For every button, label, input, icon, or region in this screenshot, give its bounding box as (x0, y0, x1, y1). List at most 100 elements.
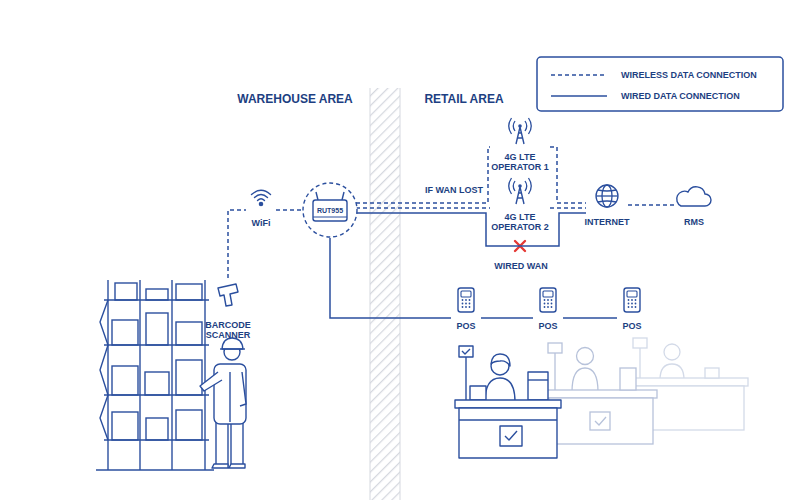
internet-node: INTERNET (586, 180, 628, 227)
warehouse-worker (200, 338, 246, 468)
checkout-counter-part (528, 379, 548, 380)
warehouse-shelving-part (104, 344, 209, 345)
legend-entry: WIRED DATA CONNECTION (551, 90, 740, 102)
warehouse-shelving-part (107, 280, 108, 470)
pos-terminal: POS (617, 287, 647, 331)
checkout-counter-part (500, 426, 522, 446)
globe-symbol-part (596, 185, 618, 207)
warehouse-shelving-part (104, 299, 209, 300)
legend-entry: WIRELESS DATA CONNECTION (551, 69, 757, 81)
wifi-symbol-part (255, 195, 268, 198)
router-body (313, 217, 347, 218)
warehouse-shelving-part (100, 300, 108, 440)
checkout-counter-part (549, 398, 653, 444)
partition-wall (370, 88, 400, 500)
node-label: POS (622, 321, 641, 331)
warehouse-shelving-part (104, 439, 209, 440)
wifi-symbol-part (252, 190, 271, 194)
warehouse-shelving-part (112, 366, 138, 395)
node-label: RMS (684, 217, 704, 227)
checkout-counter-part (595, 417, 606, 425)
legend-sample (551, 90, 607, 102)
pos-terminal-symbol (458, 288, 474, 312)
wifi-node: WiFi (246, 186, 276, 228)
wired-link (481, 317, 533, 319)
checkout-counter-part (505, 431, 517, 440)
pos-terminal-symbol (540, 288, 556, 312)
legend-label: WIRELESS DATA CONNECTION (621, 70, 757, 80)
scanner-symbol (218, 284, 238, 306)
wireless-link (356, 207, 490, 209)
warehouse-worker-part (229, 372, 230, 422)
wifi-symbol-part (259, 202, 262, 205)
checkout-counter (455, 346, 561, 458)
legend-line-sample (551, 74, 607, 76)
warehouse-shelving-part (112, 320, 138, 345)
wireless-link (550, 147, 586, 203)
warehouse-shelving-part (96, 469, 214, 470)
checkout-counter-part (590, 412, 610, 430)
legend-label: WIRED DATA CONNECTION (621, 91, 740, 101)
cell-tower-symbol (509, 178, 532, 204)
warehouse-shelving-part (146, 418, 168, 440)
router-outline-circle (303, 183, 357, 237)
wifi-symbol (252, 190, 271, 205)
wireless-link (628, 204, 676, 206)
checkout-counter-part (545, 390, 657, 398)
router-antenna (316, 192, 318, 200)
warehouse-worker-part (214, 364, 246, 424)
checkout-counter-part (455, 400, 561, 408)
wireless-link (550, 207, 586, 209)
warehouse-worker-part (216, 420, 228, 466)
checkout-counter-part (633, 338, 647, 348)
wired-link (330, 238, 451, 318)
wired-link (563, 317, 617, 319)
partition-wall-part (370, 88, 371, 500)
pos-terminal-symbol (624, 288, 640, 312)
router-node: RUT955 (302, 182, 358, 238)
checkout-counter-part (664, 344, 680, 360)
cell-tower-symbol (509, 118, 532, 144)
node-label: POS (456, 321, 475, 331)
wireless-link (276, 209, 303, 211)
checkout-counter-part (705, 368, 719, 378)
cell-operator-node: 4G LTE OPERATOR 1 (490, 120, 550, 172)
checkout-counter-part (459, 346, 473, 357)
router-body (313, 200, 347, 221)
node-label: INTERNET (585, 217, 630, 227)
cloud-node: RMS (676, 180, 712, 227)
partition-wall-part (370, 88, 400, 500)
legend-frame (537, 57, 783, 111)
wifi-symbol-part (258, 199, 265, 201)
globe-symbol-part (598, 190, 616, 202)
checkout-counter-part (528, 372, 548, 400)
scanner-node: BARCODE SCANNER (195, 278, 261, 340)
checkout-counter-part (620, 368, 636, 390)
checkout-counter-part (548, 343, 562, 353)
legend-sample (551, 69, 607, 81)
checkout-counter-part (462, 349, 470, 354)
warehouse-shelving-part (146, 313, 168, 345)
warehouse-shelving-part (139, 280, 140, 470)
warehouse-worker-part (212, 464, 245, 468)
globe-symbol-part (596, 195, 618, 196)
warehouse-worker-part (240, 372, 246, 406)
checkout-counter-part (630, 378, 748, 386)
warehouse-shelving-part (176, 410, 202, 440)
pos-terminal: POS (451, 287, 481, 331)
checkout-counter (545, 343, 657, 444)
checkout-counter-part (485, 378, 515, 402)
warehouse-worker-part (200, 372, 222, 391)
condition-note: IF WAN LOST (425, 185, 483, 195)
checkout-counter-part (572, 368, 598, 392)
node-label: RUT955 (317, 206, 343, 216)
wireless-link (356, 147, 490, 203)
warehouse-shelving-part (115, 283, 137, 300)
node-label: BARCODE SCANNER (195, 320, 261, 340)
area-heading: RETAIL AREA (424, 92, 503, 106)
warehouse-shelving-part (176, 284, 202, 300)
warehouse-shelving-part (176, 360, 202, 395)
warehouse-shelving-part (112, 412, 138, 440)
node-label: 4G LTE OPERATOR 1 (490, 152, 550, 172)
node-label: WiFi (252, 218, 271, 228)
